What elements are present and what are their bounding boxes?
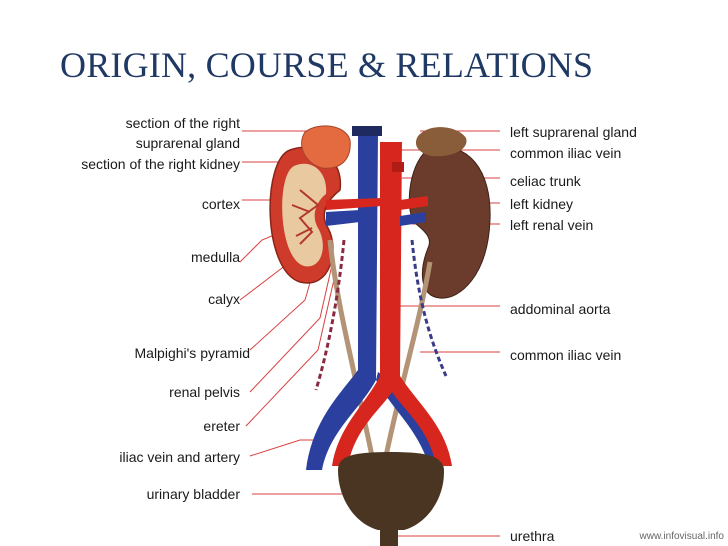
label-urinary-bladder: urinary bladder <box>146 486 240 502</box>
right-kidney-section <box>269 146 342 284</box>
label-abdominal-aorta: addominal aorta <box>510 301 611 317</box>
label-suprarenal-gland: suprarenal gland <box>135 135 240 151</box>
left-renal-vessels <box>400 196 428 210</box>
label-common-iliac-vein-top: common iliac vein <box>510 145 622 161</box>
label-medulla: medulla <box>190 249 240 265</box>
left-suprarenal-gland <box>415 127 467 157</box>
right-suprarenal-gland <box>301 125 351 169</box>
left-ureter <box>383 261 433 457</box>
label-left-renal-vein: left renal vein <box>510 217 594 233</box>
label-ereter: ereter <box>203 418 240 434</box>
label-cortex: cortex <box>201 196 240 212</box>
label-celiac-trunk: celiac trunk <box>510 173 581 189</box>
label-left-suprarenal-gland: left suprarenal gland <box>510 124 637 140</box>
label-left-kidney: left kidney <box>510 196 574 212</box>
label-common-iliac-vein-bottom: common iliac vein <box>510 347 622 363</box>
label-section-right: section of the right <box>125 115 240 131</box>
label-iliac-vein-artery: iliac vein and artery <box>119 449 240 465</box>
page-title: ORIGIN, COURSE & RELATIONS <box>60 45 594 85</box>
urethra <box>380 528 398 546</box>
urinary-bladder <box>338 452 444 530</box>
label-malpighi-pyramid: Malpighi's pyramid <box>134 345 251 361</box>
label-urethra: urethra <box>510 528 555 544</box>
label-renal-pelvis: renal pelvis <box>169 384 240 400</box>
right-renal-vessels <box>326 210 360 226</box>
aorta <box>332 142 452 466</box>
label-section-right-kidney: section of the right kidney <box>81 156 240 172</box>
credit-text: www.infovisual.info <box>639 531 724 542</box>
label-calyx: calyx <box>208 291 240 307</box>
